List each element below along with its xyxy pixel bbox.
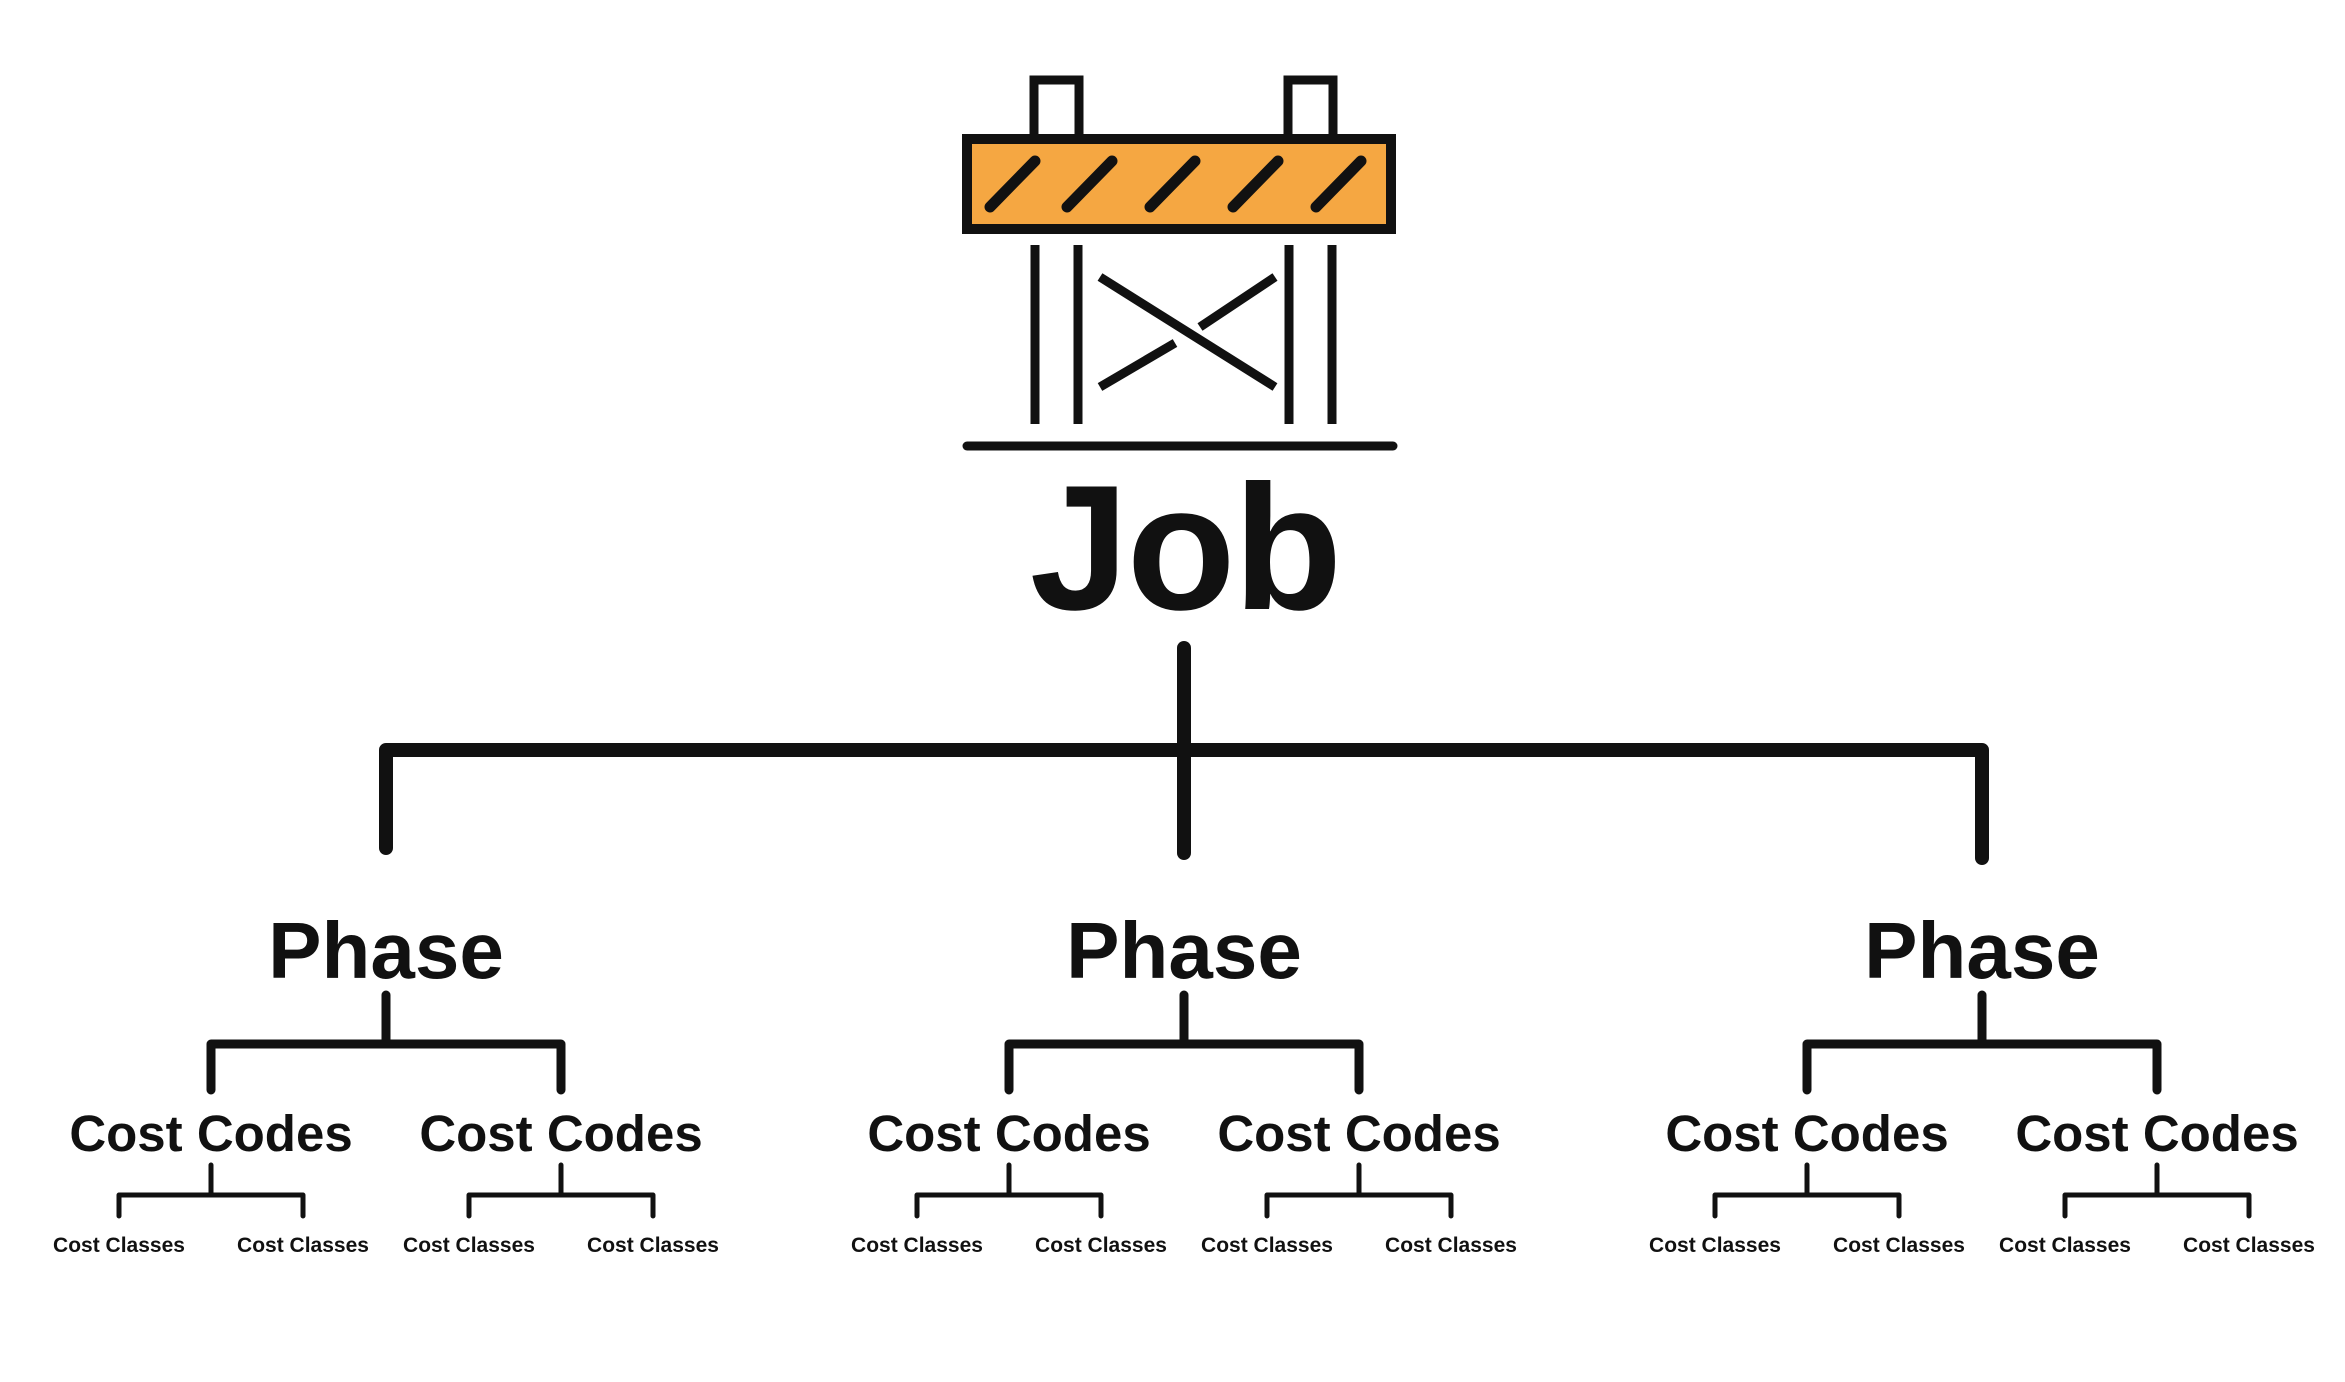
cost-codes-label-3-2: Cost Codes [2015, 1105, 2298, 1162]
cost-codes-label-1-2: Cost Codes [419, 1105, 702, 1162]
cost-codes-1-2-bracket-line [466, 1162, 656, 1219]
cost-classes-label-3-2-2: Cost Classes [2183, 1234, 2315, 1257]
cost-classes-label-2-1-2: Cost Classes [1035, 1234, 1167, 1257]
connector-lines [116, 641, 2252, 1219]
phase-label-2: Phase [1066, 906, 1302, 995]
cost-classes-label-1-2-1: Cost Classes [403, 1234, 535, 1257]
cost-classes-label-3-1-2: Cost Classes [1833, 1234, 1965, 1257]
construction-barrier-icon [962, 75, 1398, 451]
cost-classes-label-3-2-1: Cost Classes [1999, 1234, 2131, 1257]
phase-1-bracket-line [206, 990, 566, 1095]
cost-codes-label-1-1: Cost Codes [69, 1105, 352, 1162]
barrier-board [962, 134, 1396, 234]
cost-classes-label-2-2-1: Cost Classes [1201, 1234, 1333, 1257]
cost-codes-2-1-bracket-line [914, 1162, 1104, 1219]
cost-classes-label-2-2-2: Cost Classes [1385, 1234, 1517, 1257]
phase-bracket-line [379, 743, 1989, 865]
cost-codes-1-1-bracket-line [116, 1162, 306, 1219]
cost-codes-2-2-bracket-line [1264, 1162, 1454, 1219]
cost-classes-label-1-2-2: Cost Classes [587, 1234, 719, 1257]
phase-3-bracket-line [1802, 990, 2162, 1095]
cost-codes-label-3-1: Cost Codes [1665, 1105, 1948, 1162]
phase-label-1: Phase [268, 906, 504, 995]
cost-codes-label-2-2: Cost Codes [1217, 1105, 1500, 1162]
phase-label-3: Phase [1864, 906, 2100, 995]
cost-classes-label-3-1-1: Cost Classes [1649, 1234, 1781, 1257]
cost-classes-label-1-1-1: Cost Classes [53, 1234, 185, 1257]
cost-codes-label-2-1: Cost Codes [867, 1105, 1150, 1162]
cost-classes-label-1-1-2: Cost Classes [237, 1234, 369, 1257]
cost-codes-3-2-bracket-line [2062, 1162, 2252, 1219]
cost-classes-label-2-1-1: Cost Classes [851, 1234, 983, 1257]
cost-codes-3-1-bracket-line [1712, 1162, 1902, 1219]
phase-2-bracket-line [1004, 990, 1364, 1095]
job-label: Job [1030, 448, 1340, 647]
